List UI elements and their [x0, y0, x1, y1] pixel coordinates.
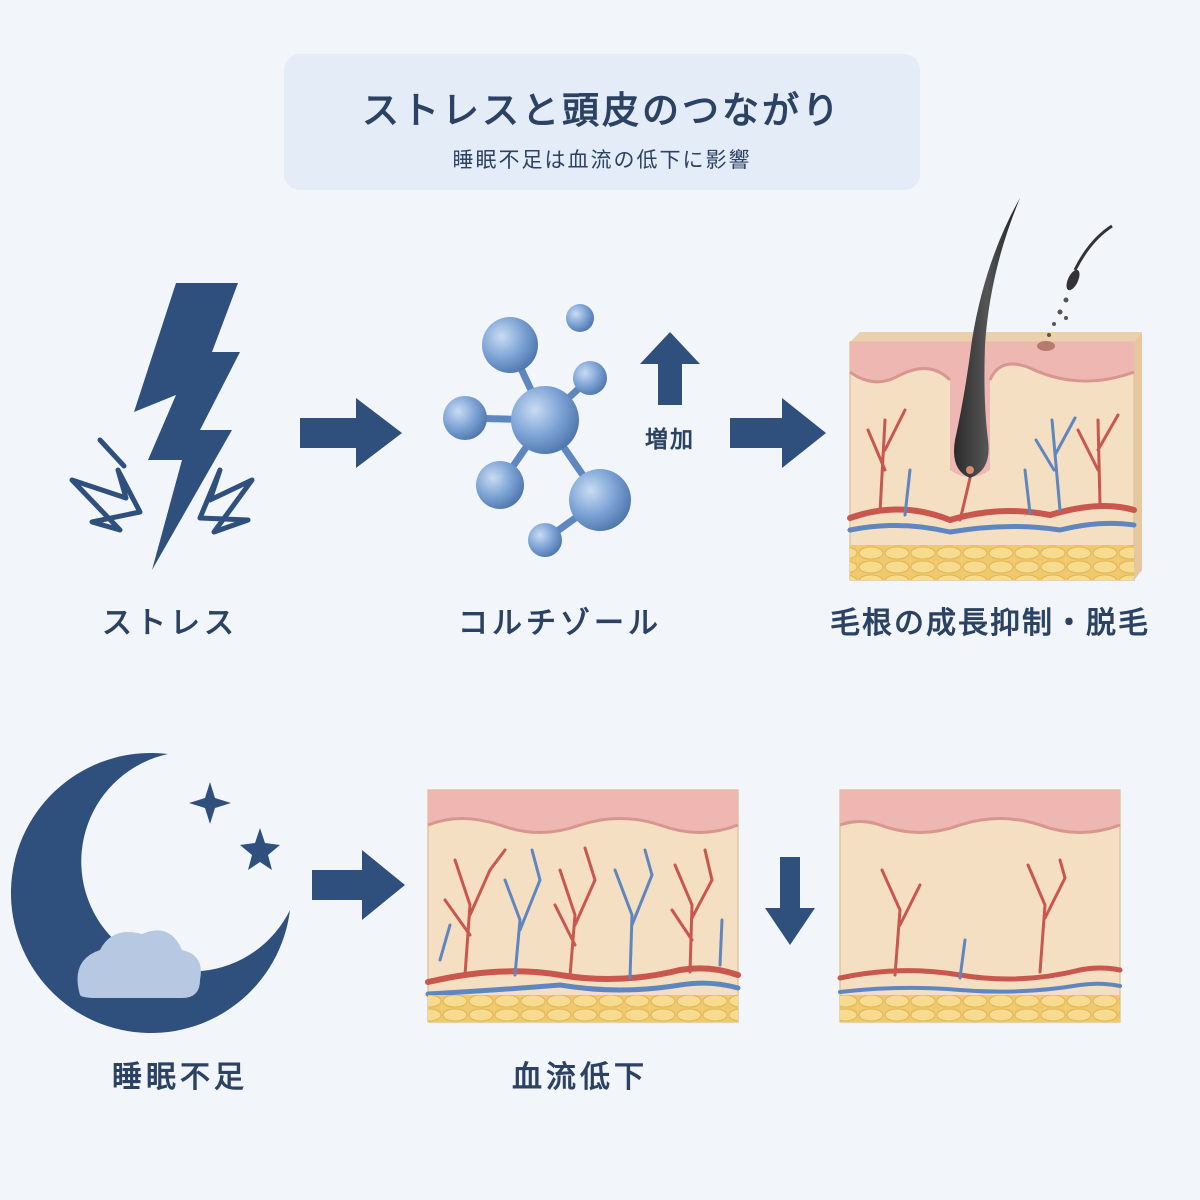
skin-blood-vessels-icon [425, 789, 741, 1023]
right-arrow-icon [300, 398, 402, 468]
right-arrow-icon [312, 850, 405, 920]
skin-hair-follicle-icon [847, 198, 1142, 581]
diagram-subtitle: 睡眠不足は血流の低下に影響 [452, 148, 752, 172]
molecule-icon [443, 304, 631, 557]
lightning-icon [69, 283, 255, 570]
label-increase: 増加 [645, 427, 695, 453]
moon-stars-cloud-icon [10, 752, 290, 1034]
up-arrow-icon [640, 332, 700, 405]
label-hair-loss: 毛根の成長抑制・脱毛 [830, 606, 1150, 641]
label-stress: ストレス [102, 606, 238, 641]
label-reduced-blood-flow: 血流低下 [512, 1060, 648, 1095]
diagram-title: ストレスと頭皮のつながり [362, 89, 842, 132]
right-arrow-icon [730, 398, 826, 468]
title-panel: ストレスと頭皮のつながり 睡眠不足は血流の低下に影響 [284, 54, 920, 190]
label-cortisol: コルチゾール [458, 606, 662, 641]
skin-sparse-vessels-icon [837, 789, 1123, 1023]
down-arrow-icon [765, 857, 815, 945]
label-sleep-deprivation: 睡眠不足 [112, 1060, 248, 1095]
